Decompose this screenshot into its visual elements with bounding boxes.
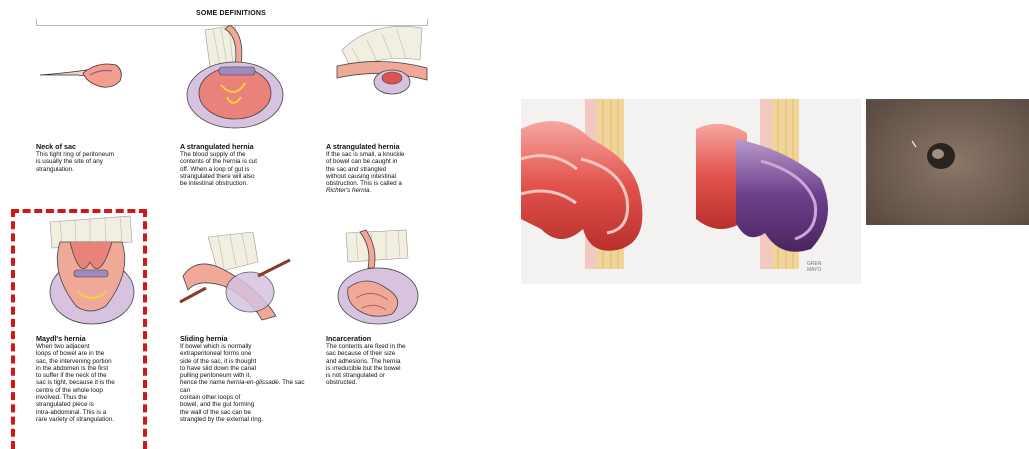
incarceration-figure [326,228,426,328]
page-title: SOME DEFINITIONS [36,10,426,17]
panel-sliding-hernia: Sliding hernia If bowel which is normall… [180,335,310,423]
hernia-illustration-art: GREN MAYO [521,99,861,284]
panel-text-italic: Richter's hernia. [326,187,456,194]
panel-title: Incarceration [326,335,456,343]
panel-strangulated-hernia: A strangulated hernia The blood supply o… [180,143,310,187]
panel-text: The blood supply of the contents of the … [180,151,310,187]
panel-text: The contents are fixed in the sac becaus… [326,343,456,387]
panel-title: Neck of sac [36,143,166,151]
video-frame-art [866,101,1029,225]
sliding-hernia-figure [178,232,293,322]
video-frame[interactable] [866,101,1029,225]
panel-richters-hernia: A strangulated hernia If the sac is smal… [326,143,456,195]
panel-title: Sliding hernia [180,335,310,343]
panel-text: This tight ring of peritoneum is usually… [36,151,166,173]
maydls-highlight-box [11,209,147,449]
neck-of-sac-figure [38,55,138,100]
hernia-illustration: GREN MAYO [521,99,861,284]
illustration-signature-2: MAYO [807,267,821,273]
panel-title: A strangulated hernia [326,143,456,151]
panel-neck-of-sac: Neck of sac This tight ring of peritoneu… [36,143,166,173]
panel-title: A strangulated hernia [180,143,310,151]
panel-text: If bowel which is normally extraperitone… [180,343,310,423]
richters-hernia-figure [322,20,432,100]
strangulated-hernia-figure [175,25,295,130]
panel-text: If the sac is small, a knuckle of bowel … [326,151,456,187]
panel-text-italic: hernia-en-glissade [227,379,279,386]
panel-incarceration: Incarceration The contents are fixed in … [326,335,456,387]
